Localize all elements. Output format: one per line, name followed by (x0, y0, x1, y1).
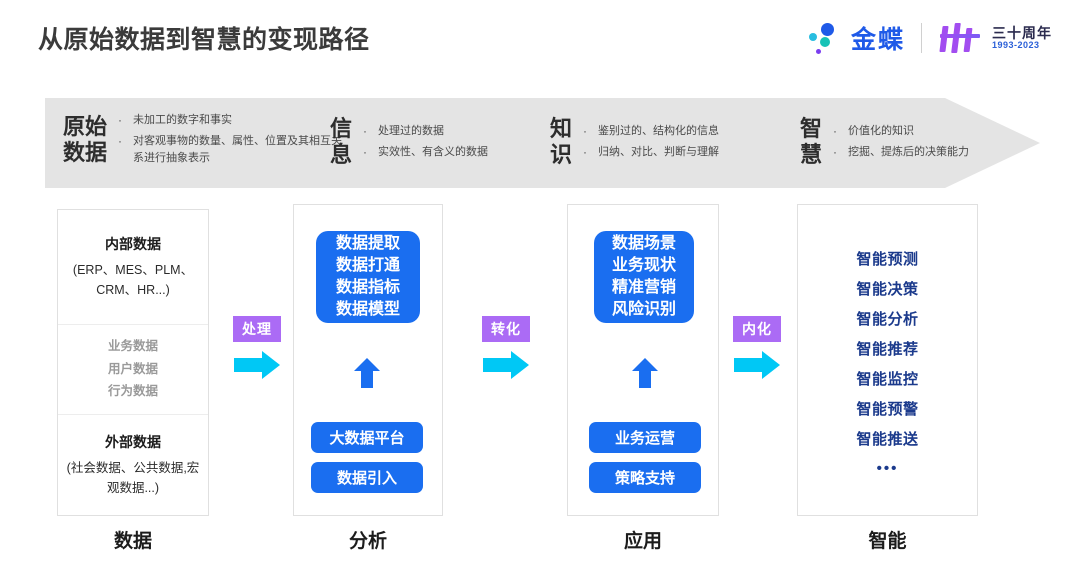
banner-segment-title: 智 慧 (800, 116, 823, 167)
bullet-text: 价值化的知识 (848, 124, 915, 137)
column-data: 内部数据 (ERP、MES、PLM、CRM、HR...) 业务数据 用户数据 行… (57, 209, 209, 516)
bullet-dot-icon: · (833, 144, 838, 159)
external-data-sources: (社会数据、公共数据,宏观数据...) (66, 461, 200, 495)
bullet-dot-icon: · (363, 123, 368, 138)
list-item: 智能分析 (856, 310, 919, 328)
banner-segment-information: 信 息 · 处理过的数据 · 实效性、有含义的数据 (330, 116, 488, 168)
bullet-dot-icon: · (583, 144, 588, 159)
up-arrow-icon (354, 358, 380, 388)
data-types-block: 业务数据 用户数据 行为数据 (58, 325, 208, 415)
banner-segment-wisdom: 智 慧 · 价值化的知识 · 挖掘、提炼后的决策能力 (800, 116, 969, 168)
intelligence-list: 智能预测 智能决策 智能分析 智能推荐 智能监控 智能预警 智能推送 ••• (798, 205, 977, 515)
anniversary-mark-icon (938, 21, 982, 55)
column-intelligence: 智能预测 智能决策 智能分析 智能推荐 智能监控 智能预警 智能推送 ••• (797, 204, 978, 516)
banner-segment-title: 信 息 (330, 116, 353, 167)
analysis-platform-pill[interactable]: 大数据平台 (311, 422, 423, 453)
external-data-title: 外部数据 (105, 434, 161, 450)
application-scenario-box: 数据场景 业务现状 精准营销 风险识别 (594, 231, 694, 323)
bullet-dot-icon: · (363, 144, 368, 159)
bullet-text: 处理过的数据 (378, 124, 445, 137)
connector-label: 内化 (733, 316, 781, 342)
scenario-line: 风险识别 (611, 301, 676, 319)
connector-internalize: 内化 (722, 316, 792, 379)
bullet-text: 实效性、有含义的数据 (378, 145, 489, 158)
bullet-text: 鉴别过的、结构化的信息 (598, 124, 720, 137)
banner-segment-bullets: · 未加工的数字和事实 · 对客观事物的数量、属性、位置及其相互关系进行抽象表示 (107, 112, 348, 167)
data-type-item: 用户数据 (107, 361, 158, 376)
stage-label-analysis: 分析 (348, 531, 387, 552)
external-data-block: 外部数据 (社会数据、公共数据,宏观数据...) (58, 415, 208, 515)
connector-process: 处理 (222, 316, 292, 379)
right-arrow-icon (471, 351, 541, 379)
scenario-line: 数据场景 (611, 234, 676, 252)
data-type-item: 行为数据 (107, 384, 158, 399)
bullet-text: 挖掘、提炼后的决策能力 (848, 145, 970, 158)
page-title: 从原始数据到智慧的变现路径 (38, 26, 370, 54)
list-item: 智能推送 (856, 430, 919, 448)
application-strategy-pill[interactable]: 策略支持 (589, 462, 701, 493)
stage-label-application: 应用 (623, 531, 662, 552)
internal-data-block: 内部数据 (ERP、MES、PLM、CRM、HR...) (58, 210, 208, 325)
list-item: 智能推荐 (856, 340, 919, 358)
right-arrow-icon (222, 351, 292, 379)
banner-segment-bullets: · 处理过的数据 · 实效性、有含义的数据 (352, 123, 488, 161)
list-item: 智能监控 (856, 370, 919, 388)
list-item: 智能决策 (856, 280, 919, 298)
analysis-ingest-pill[interactable]: 数据引入 (311, 462, 423, 493)
banner-segment-title: 知 识 (550, 116, 573, 167)
maturity-banner-arrow: 原始 数据 · 未加工的数字和事实 · 对客观事物的数量、属性、位置及其相互关系进行… (45, 98, 1040, 188)
bullet-text: 未加工的数字和事实 (133, 114, 233, 126)
anniversary-range: 1993-2023 (992, 39, 1040, 50)
connector-transform: 转化 (471, 316, 541, 379)
internal-data-sources: (ERP、MES、PLM、CRM、HR...) (72, 263, 194, 297)
bullet-text: 对客观事物的数量、属性、位置及其相互关系进行抽象表示 (133, 135, 343, 164)
brand-logo: 金蝶 三十周年 1993-2023 (807, 20, 1052, 56)
connector-label: 处理 (233, 316, 281, 342)
anniversary-years-cn: 三十周年 (992, 24, 1052, 41)
scenario-line: 业务现状 (611, 256, 676, 274)
bullet-dot-icon: · (118, 113, 123, 127)
bullet-text: 归纳、对比、判断与理解 (598, 145, 720, 158)
list-item: 智能预测 (856, 250, 919, 268)
up-arrow-icon (632, 358, 658, 388)
data-type-item: 业务数据 (107, 339, 158, 354)
banner-content: 原始 数据 · 未加工的数字和事实 · 对客观事物的数量、属性、位置及其相互关系进行… (45, 98, 1040, 188)
analysis-capability-box: 数据提取 数据打通 数据指标 数据模型 (316, 231, 420, 323)
scenario-line: 精准营销 (611, 279, 676, 296)
banner-segment-bullets: · 鉴别过的、结构化的信息 · 归纳、对比、判断与理解 (572, 123, 719, 161)
bullet-dot-icon: · (833, 123, 838, 138)
anniversary-label: 三十周年 1993-2023 (992, 26, 1052, 50)
stage-label-intelligence: 智能 (868, 531, 907, 552)
capability-line: 数据打通 (335, 256, 400, 274)
capability-line: 数据模型 (335, 301, 400, 319)
bullet-dot-icon: · (118, 134, 123, 148)
right-arrow-icon (722, 351, 792, 379)
stage-label-data: 数据 (113, 531, 152, 552)
application-operations-pill[interactable]: 业务运营 (589, 422, 701, 453)
bullet-dot-icon: · (583, 123, 588, 138)
connector-label: 转化 (482, 316, 530, 342)
banner-segment-raw-data: 原始 数据 · 未加工的数字和事实 · 对客观事物的数量、属性、位置及其相互关系进行… (63, 112, 348, 167)
banner-segment-title: 原始 数据 (63, 113, 108, 165)
capability-line: 数据指标 (335, 279, 400, 296)
internal-data-title: 内部数据 (105, 236, 161, 252)
capability-line: 数据提取 (335, 234, 400, 252)
brand-divider (921, 23, 922, 53)
banner-segment-knowledge: 知 识 · 鉴别过的、结构化的信息 · 归纳、对比、判断与理解 (550, 116, 719, 168)
list-item: 智能预警 (856, 400, 919, 418)
ellipsis-label: ••• (876, 459, 899, 477)
brand-name: 金蝶 (850, 26, 905, 54)
banner-segment-bullets: · 价值化的知识 · 挖掘、提炼后的决策能力 (822, 123, 969, 161)
kingdee-dots-icon (807, 21, 841, 55)
